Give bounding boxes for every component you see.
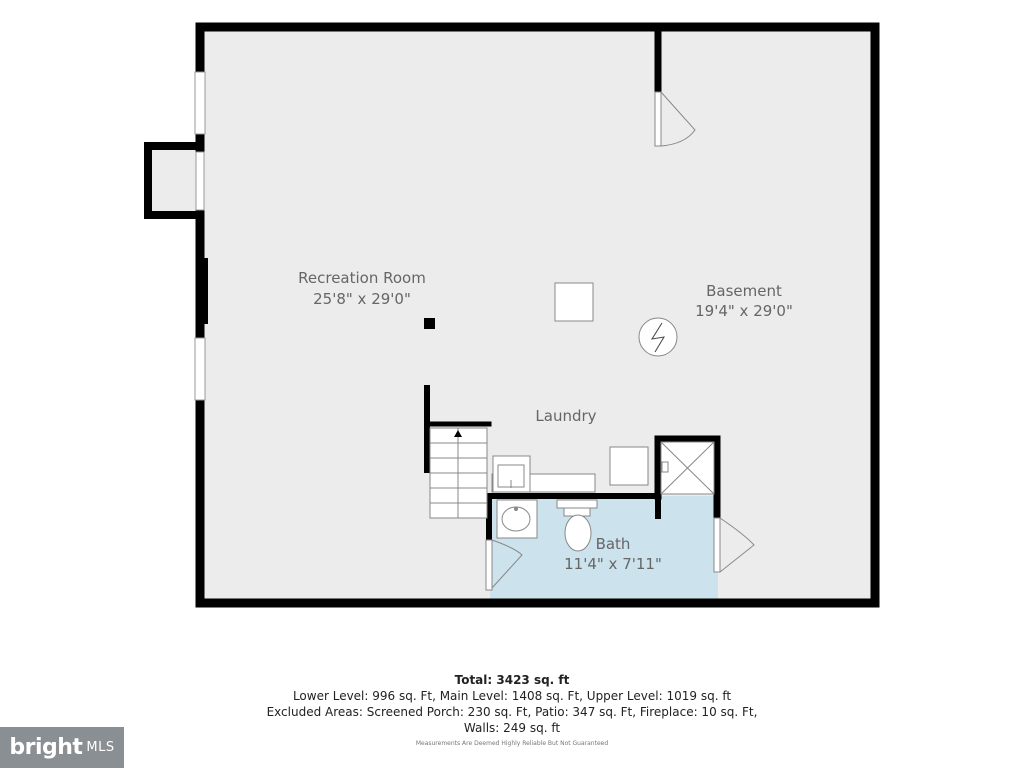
shower-icon	[660, 441, 715, 495]
total-area: Total: 3423 sq. ft	[454, 673, 570, 687]
room-labels: Recreation Room 25'8" x 29'0" Basement 1…	[298, 269, 793, 573]
walls-area: Walls: 249 sq. ft	[463, 721, 561, 735]
door-swing-icon	[485, 539, 523, 591]
basement-name: Basement	[706, 282, 782, 300]
stairs	[429, 427, 488, 519]
windows	[194, 71, 206, 401]
bath-sink-icon	[496, 499, 538, 539]
post	[424, 318, 435, 329]
disclaimer: Measurements Are Deemed Highly Reliable …	[415, 740, 609, 747]
fixtures	[424, 282, 715, 552]
floor-plan: Recreation Room 25'8" x 29'0" Basement 1…	[144, 22, 880, 608]
window-2	[194, 337, 206, 401]
basement-dims: 19'4" x 29'0"	[695, 302, 793, 320]
chimney-floor	[150, 146, 202, 214]
logo-brand: bright	[9, 735, 83, 760]
furnace	[554, 282, 594, 322]
bright-mls-logo: bright MLS	[0, 727, 124, 768]
window-1	[194, 71, 206, 135]
door-swing-icon	[654, 91, 696, 147]
bath-dims: 11'4" x 7'11"	[564, 555, 662, 573]
bath-name: Bath	[596, 535, 631, 553]
electrical-panel-icon	[638, 317, 678, 357]
excluded-areas: Excluded Areas: Screened Porch: 230 sq. …	[266, 705, 758, 719]
shower-wall	[654, 435, 721, 522]
washer	[609, 446, 649, 486]
logo-suffix: MLS	[86, 740, 115, 755]
walls	[144, 22, 880, 608]
stairs-arrow-icon	[454, 430, 462, 437]
recreation-room-dims: 25'8" x 29'0"	[313, 290, 411, 308]
chimney-wall	[144, 142, 204, 219]
level-areas: Lower Level: 996 sq. Ft, Main Level: 140…	[292, 689, 732, 703]
recreation-room-name: Recreation Room	[298, 269, 426, 287]
sink-icon	[497, 464, 525, 488]
door-swing-icon	[713, 517, 755, 573]
area-summary: Total: 3423 sq. ft Lower Level: 996 sq. …	[0, 672, 1024, 748]
doors	[485, 91, 755, 591]
toilet-icon	[556, 499, 598, 552]
window-3	[195, 151, 205, 211]
laundry-name: Laundry	[535, 407, 596, 425]
